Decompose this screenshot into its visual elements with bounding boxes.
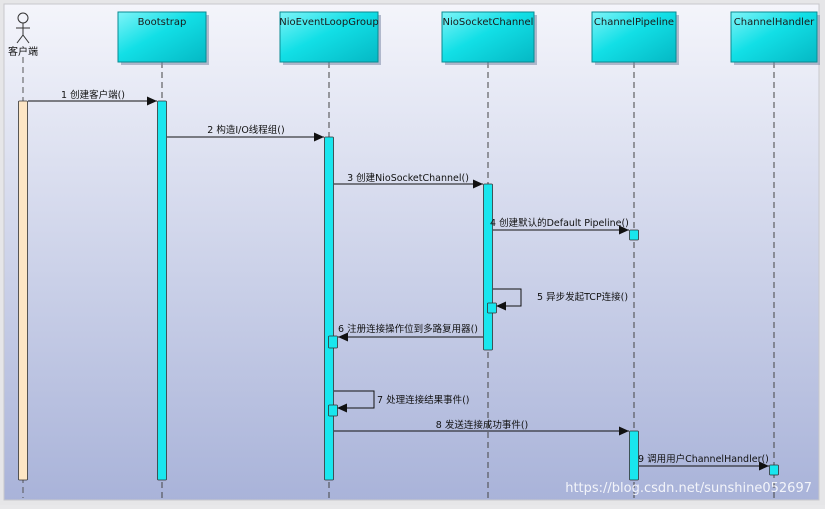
message-9: 9 调用用户ChannelHandler() — [638, 453, 769, 471]
participant-box — [117, 11, 207, 63]
participant-box — [591, 11, 677, 63]
participant-niosocketchannel: NioSocketChannel — [441, 11, 537, 65]
participant-label: ChannelHandler — [734, 17, 815, 28]
message-label: 6 注册连接操作位到多路复用器() — [338, 323, 478, 335]
message-7: 7 处理连接结果事件() — [334, 390, 469, 413]
participant-box — [441, 11, 535, 63]
message-label: 5 异步发起TCP连接() — [537, 291, 628, 303]
actor-icon — [16, 12, 30, 44]
message-arrow — [493, 288, 522, 307]
actor-client: 客户端 — [8, 12, 38, 58]
participant-boxes: Bootstrap NioEventLoopGroup NioSocketChann… — [117, 11, 820, 65]
diagram-background — [3, 3, 820, 501]
participant-channelhandler: ChannelHandler — [730, 11, 820, 65]
message-label: 2 构造I/O线程组() — [207, 124, 284, 136]
activation-tcp-connect — [487, 302, 497, 314]
actor-label: 客户端 — [8, 45, 38, 58]
message-8: 8 发送连接成功事件() — [334, 419, 629, 436]
activation-pipeline-create — [629, 229, 639, 241]
participant-label: NioSocketChannel — [443, 17, 534, 28]
message-5: 5 异步发起TCP连接() — [493, 288, 628, 311]
participant-label: Bootstrap — [138, 17, 187, 28]
activation-handle-result — [328, 404, 338, 417]
message-label: 4 创建默认的Default Pipeline() — [490, 217, 629, 229]
activation-niosocketchannel — [483, 183, 493, 351]
activation-client — [18, 100, 28, 481]
activation-handler — [769, 464, 779, 476]
message-label: 8 发送连接成功事件() — [436, 419, 528, 431]
activation-register — [328, 335, 338, 349]
message-label: 3 创建NioSocketChannel() — [347, 172, 469, 184]
message-label: 1 创建客户端() — [61, 89, 125, 101]
activation-bars — [18, 100, 779, 481]
message-6: 6 注册连接操作位到多路复用器() — [338, 323, 483, 342]
participant-label: NioEventLoopGroup — [279, 17, 378, 28]
watermark: https://blog.csdn.net/sunshine052697 — [565, 481, 812, 496]
participant-nioeventloopgroup: NioEventLoopGroup — [279, 11, 381, 65]
messages: 1 创建客户端() 2 构造I/O线程组() 3 创建NioSocketChanne… — [28, 89, 769, 471]
message-1: 1 创建客户端() — [28, 89, 157, 106]
participant-box — [279, 11, 379, 63]
activation-bootstrap — [157, 100, 167, 481]
message-4: 4 创建默认的Default Pipeline() — [490, 217, 629, 235]
message-3: 3 创建NioSocketChannel() — [334, 172, 483, 189]
participant-bootstrap: Bootstrap — [117, 11, 209, 65]
activation-nioeventloopgroup — [324, 136, 334, 481]
participant-label: ChannelPipeline — [594, 17, 674, 28]
participant-box — [730, 11, 818, 63]
message-label: 7 处理连接结果事件() — [377, 394, 469, 406]
message-2: 2 构造I/O线程组() — [167, 124, 324, 142]
activation-channelpipeline — [629, 430, 639, 481]
message-label: 9 调用用户ChannelHandler() — [638, 453, 769, 465]
message-arrow — [334, 390, 375, 409]
participant-channelpipeline: ChannelPipeline — [591, 11, 679, 65]
